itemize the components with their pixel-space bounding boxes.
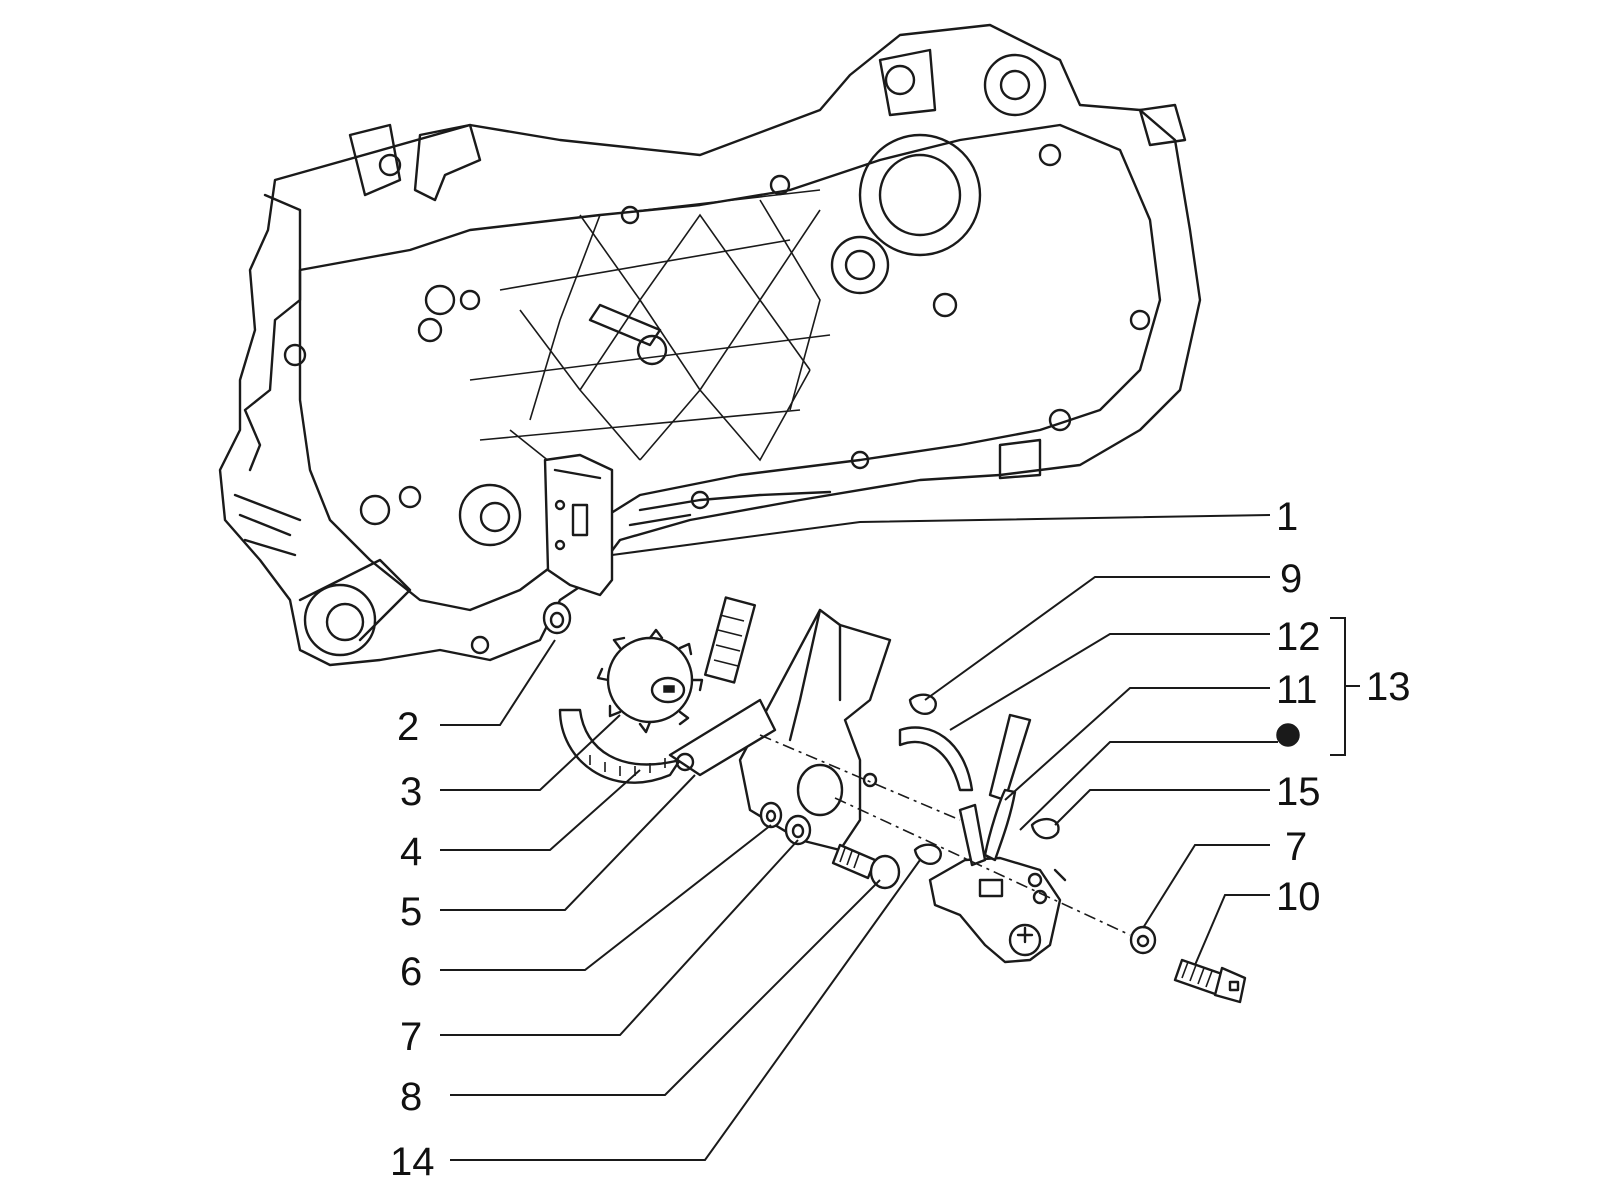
- callout-labels: 1 2 3 4 5 6 7 8 14 9 12 11 13 15 7 10: [390, 495, 1411, 1184]
- assembly-axis: [759, 734, 1131, 936]
- leader-lines: [440, 514, 1360, 1161]
- part-7-washer-left: [784, 814, 812, 846]
- callout-11: 11: [1276, 668, 1318, 712]
- part-12-hose: [898, 726, 974, 792]
- callout-10: 10: [1276, 875, 1321, 919]
- part-5-pump-cover: [668, 608, 892, 852]
- callout-4: 4: [400, 830, 422, 874]
- part-4-chain: [558, 596, 757, 784]
- callout-15: 15: [1276, 770, 1321, 814]
- callout-3: 3: [400, 770, 422, 814]
- callout-14: 14: [390, 1140, 435, 1184]
- callout-5: 5: [400, 890, 422, 934]
- callout-2: 2: [397, 705, 419, 749]
- part-13-plug: [1276, 723, 1300, 747]
- callout-8: 8: [400, 1075, 422, 1119]
- part-6-bushing: [759, 801, 783, 829]
- callout-13: 13: [1366, 665, 1411, 709]
- part-14-clip: [913, 843, 942, 866]
- callout-6: 6: [400, 950, 422, 994]
- part-10-bolt: [1173, 958, 1247, 1004]
- part-2-washer: [542, 601, 572, 635]
- callout-7-right: 7: [1285, 825, 1307, 869]
- part-15-clip: [1030, 817, 1060, 840]
- part-7-washer-right: [1129, 925, 1157, 955]
- part-9-clip: [908, 693, 937, 716]
- part-1-chain-guide-plate: [543, 453, 614, 597]
- part-8-screw: [831, 843, 901, 890]
- callout-12: 12: [1276, 615, 1321, 659]
- part-11-tube: [988, 713, 1032, 802]
- crankcase: [218, 23, 1202, 667]
- part-3-sprocket: [596, 628, 704, 734]
- oil-pump-body: [928, 788, 1067, 964]
- callout-7-left: 7: [400, 1015, 422, 1059]
- callout-9: 9: [1280, 557, 1302, 601]
- callout-1: 1: [1276, 495, 1298, 539]
